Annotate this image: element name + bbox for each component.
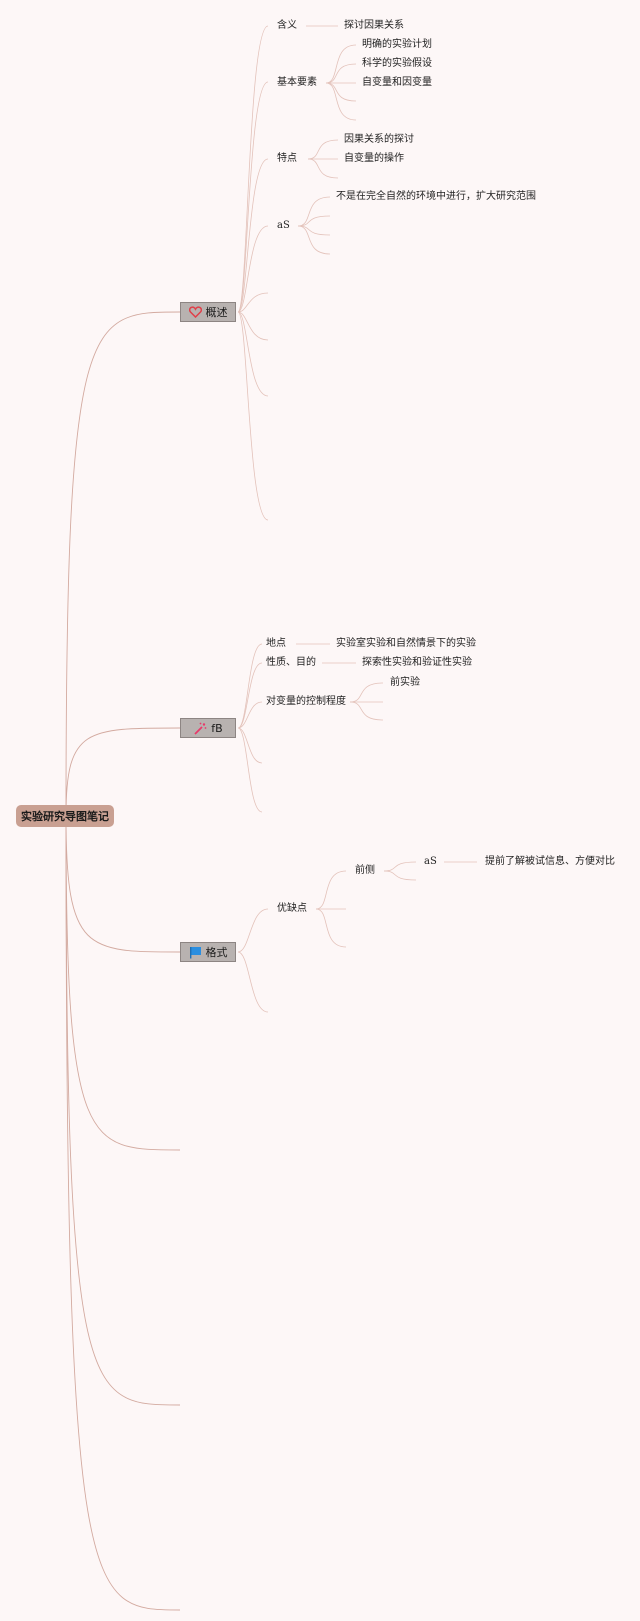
connector-line — [65, 311, 181, 817]
flag-icon — [189, 946, 202, 959]
place-label[interactable]: 地点 — [266, 638, 286, 649]
connector-line — [237, 311, 269, 397]
connector-line — [325, 82, 357, 102]
connector-line — [237, 643, 263, 729]
place-detail[interactable]: 实验室实验和自然情景下的实验 — [336, 638, 476, 649]
pretest-label[interactable]: 前侧 — [355, 865, 375, 876]
topic-overview-label: 概述 — [205, 306, 228, 319]
connector-line — [383, 861, 417, 872]
connector-line — [349, 682, 384, 703]
connector-line — [237, 81, 269, 313]
connector-line — [297, 225, 331, 255]
connector-line — [65, 815, 181, 1151]
elements-label[interactable]: 基本要素 — [277, 77, 317, 88]
connector-line — [315, 870, 347, 910]
connector-line — [237, 908, 269, 953]
connector-line — [237, 158, 269, 313]
connector-line — [325, 63, 357, 84]
connector-line — [65, 815, 181, 953]
connector-line — [307, 158, 339, 179]
pretest-detail[interactable]: 提前了解被试信息、方便对比 — [485, 856, 615, 867]
root-label: 实验研究导图笔记 — [21, 810, 109, 823]
topic-format[interactable]: 格式 — [180, 942, 236, 962]
meaning-label[interactable]: 含义 — [277, 20, 297, 31]
elements-item[interactable]: 科学的实验假设 — [362, 58, 432, 69]
pros-label[interactable]: 优缺点 — [277, 903, 307, 914]
connector-line — [65, 815, 181, 1406]
connector-line — [237, 311, 269, 521]
purpose-detail[interactable]: 探索性实验和验证性实验 — [362, 657, 472, 668]
connector-line — [65, 727, 181, 817]
connector-line — [237, 662, 263, 729]
elements-item[interactable]: 自变量和因变量 — [362, 77, 432, 88]
connector-line — [383, 870, 417, 881]
connector-line — [307, 139, 339, 160]
control-label[interactable]: 对变量的控制程度 — [266, 696, 346, 707]
connector-line — [237, 701, 263, 729]
topic-types-label: fB — [211, 721, 223, 735]
connector-line — [237, 25, 269, 313]
features-item[interactable]: 自变量的操作 — [344, 153, 404, 164]
topic-format-label: 格式 — [205, 946, 228, 959]
connector-line — [297, 215, 331, 227]
as-detail[interactable]: 不是在完全自然的环境中进行，扩大研究范围 — [336, 191, 536, 202]
features-item[interactable]: 因果关系的探讨 — [344, 134, 414, 145]
topic-overview[interactable]: 概述 — [180, 302, 236, 322]
connector-line — [325, 44, 357, 84]
as-label[interactable]: aS — [277, 220, 290, 231]
root-node[interactable]: 实验研究导图笔记 — [16, 805, 114, 827]
control-item[interactable]: 前实验 — [390, 677, 420, 688]
heart-icon — [188, 306, 202, 318]
connector-line — [237, 311, 269, 341]
connector-line — [315, 908, 347, 948]
topic-types[interactable]: fB — [180, 718, 236, 738]
purpose-label[interactable]: 性质、目的 — [266, 657, 316, 668]
meaning-detail[interactable]: 探讨因果关系 — [344, 20, 404, 31]
features-label[interactable]: 特点 — [277, 153, 297, 164]
connector-line — [237, 225, 269, 313]
connector-line — [349, 701, 384, 721]
connector-line — [237, 951, 269, 1013]
connector-line — [297, 196, 331, 227]
pretest-as-label[interactable]: aS — [424, 856, 437, 867]
elements-item[interactable]: 明确的实验计划 — [362, 39, 432, 50]
connector-line — [65, 815, 181, 1611]
connector-line — [237, 727, 263, 813]
connector-line — [325, 82, 357, 121]
sparkle-icon — [193, 722, 207, 735]
connector-line — [237, 292, 269, 313]
